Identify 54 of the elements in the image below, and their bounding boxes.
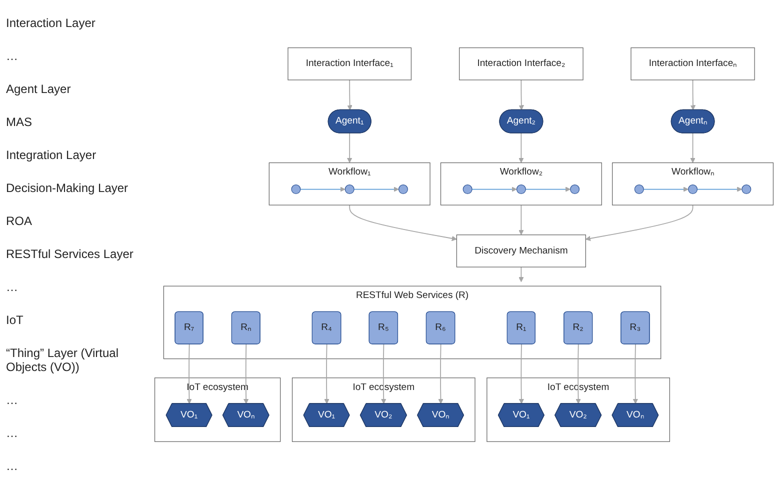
arrow	[438, 344, 444, 404]
layer-label: Integration Layer	[6, 148, 96, 162]
arrow	[346, 132, 352, 163]
node-circle	[516, 184, 526, 194]
arrow	[472, 186, 517, 192]
arrow	[324, 344, 330, 404]
layer-label: …	[6, 459, 18, 474]
arrow	[518, 204, 524, 235]
node-box: Interaction Interfaceₙ	[630, 47, 755, 80]
layer-label: …	[6, 48, 18, 63]
layer-label: …	[6, 393, 18, 408]
arrow	[243, 344, 249, 404]
arrow	[354, 186, 399, 192]
arrow	[300, 186, 346, 192]
arrow	[632, 344, 638, 404]
node-circle	[398, 184, 408, 194]
arrow	[690, 79, 696, 110]
arrow	[518, 344, 524, 404]
node-circle	[688, 184, 698, 194]
arrow	[690, 132, 696, 163]
layer-label: “Thing” Layer (Virtual Objects (VO))	[6, 346, 120, 374]
arrow	[585, 204, 694, 241]
arrow	[349, 204, 457, 241]
node-circle	[291, 184, 301, 194]
cluster: Workflow₂	[440, 162, 602, 206]
layer-label: RESTful Services Layer	[6, 246, 134, 261]
arrow	[186, 344, 192, 404]
node-circle	[634, 184, 644, 194]
node-circle	[742, 184, 752, 194]
node-box: Interaction Interface₂	[459, 47, 584, 80]
layer-label: Interaction Layer	[6, 16, 96, 30]
cluster: Workflowₙ	[612, 162, 774, 206]
layer-label: ROA	[6, 214, 32, 228]
layer-label: …	[6, 280, 18, 294]
arrow	[518, 266, 524, 282]
arrow	[643, 186, 689, 192]
arrow	[518, 132, 524, 163]
arrow	[576, 344, 581, 404]
cluster: Workflow₁	[268, 162, 430, 206]
arrow	[347, 79, 352, 110]
node-circle	[344, 184, 354, 194]
layer-label: Decision-Making Layer	[6, 180, 128, 195]
node-circle	[462, 184, 472, 194]
node-box: Interaction Interface₁	[288, 47, 412, 80]
arrow	[525, 186, 571, 192]
layer-label: MAS	[6, 114, 32, 129]
arrow	[518, 79, 524, 110]
layer-label: IoT	[6, 313, 24, 328]
node-box: Discovery Mechanism	[456, 234, 586, 268]
node-circle	[570, 184, 580, 194]
layer-label: …	[6, 426, 18, 440]
layer-label: Agent Layer	[6, 82, 71, 96]
arrow	[696, 186, 742, 192]
arrow	[381, 344, 386, 404]
